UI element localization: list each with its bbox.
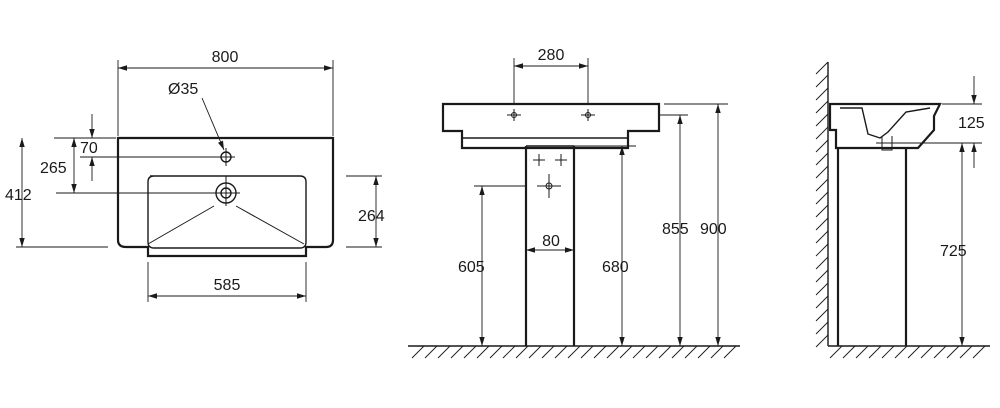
basin-outline xyxy=(116,136,335,258)
basin-front xyxy=(441,102,661,150)
bracket-marker-icon xyxy=(533,154,567,166)
dimension-label-faucet-hole: Ø35 xyxy=(168,81,198,98)
pedestal-front xyxy=(524,146,576,346)
dimension-label-width: 800 xyxy=(212,49,239,66)
dimension-label-mount-spacing: 280 xyxy=(538,47,565,64)
dimension-label-bowl-depth: 264 xyxy=(358,208,385,225)
pedestal-side xyxy=(836,148,908,346)
dimension-label-depth: 412 xyxy=(5,187,32,204)
dimension-label-drain-height: 605 xyxy=(458,259,485,276)
basin-side-profile xyxy=(828,102,942,150)
faucet-hole-leader xyxy=(201,97,225,151)
drain-cross-icon xyxy=(537,174,561,198)
side-view: 125 725 xyxy=(815,61,990,359)
dimension-label-total-height: 900 xyxy=(700,221,727,238)
dimension-label-bowl-width: 585 xyxy=(214,277,241,294)
dimension-label-rim: 70 xyxy=(80,140,98,157)
dimension-label-pedestal-height: 680 xyxy=(602,259,629,276)
wall-hatch xyxy=(815,61,829,348)
dimension-label-pedestal-width: 80 xyxy=(542,233,560,250)
top-view: 800 Ø35 70 265 412 264 585 xyxy=(5,49,385,302)
bowl-slope-line xyxy=(147,205,215,245)
dimension-label-hole-distance: 265 xyxy=(40,160,67,177)
basin-bowl xyxy=(147,175,307,249)
dimension-label-rim-to-drain: 125 xyxy=(958,115,985,132)
dimension-label-rim-height: 855 xyxy=(662,221,689,238)
bowl-slope-line xyxy=(235,205,305,245)
basin-side-inner xyxy=(840,107,931,139)
dimension-label-side-drain-height: 725 xyxy=(940,243,967,260)
mounting-hole-icon xyxy=(581,109,595,121)
floor-hatch xyxy=(829,345,986,359)
mounting-hole-icon xyxy=(507,109,521,121)
front-view: 280 80 605 680 855 900 xyxy=(408,47,740,359)
floor-hatch xyxy=(411,345,737,359)
